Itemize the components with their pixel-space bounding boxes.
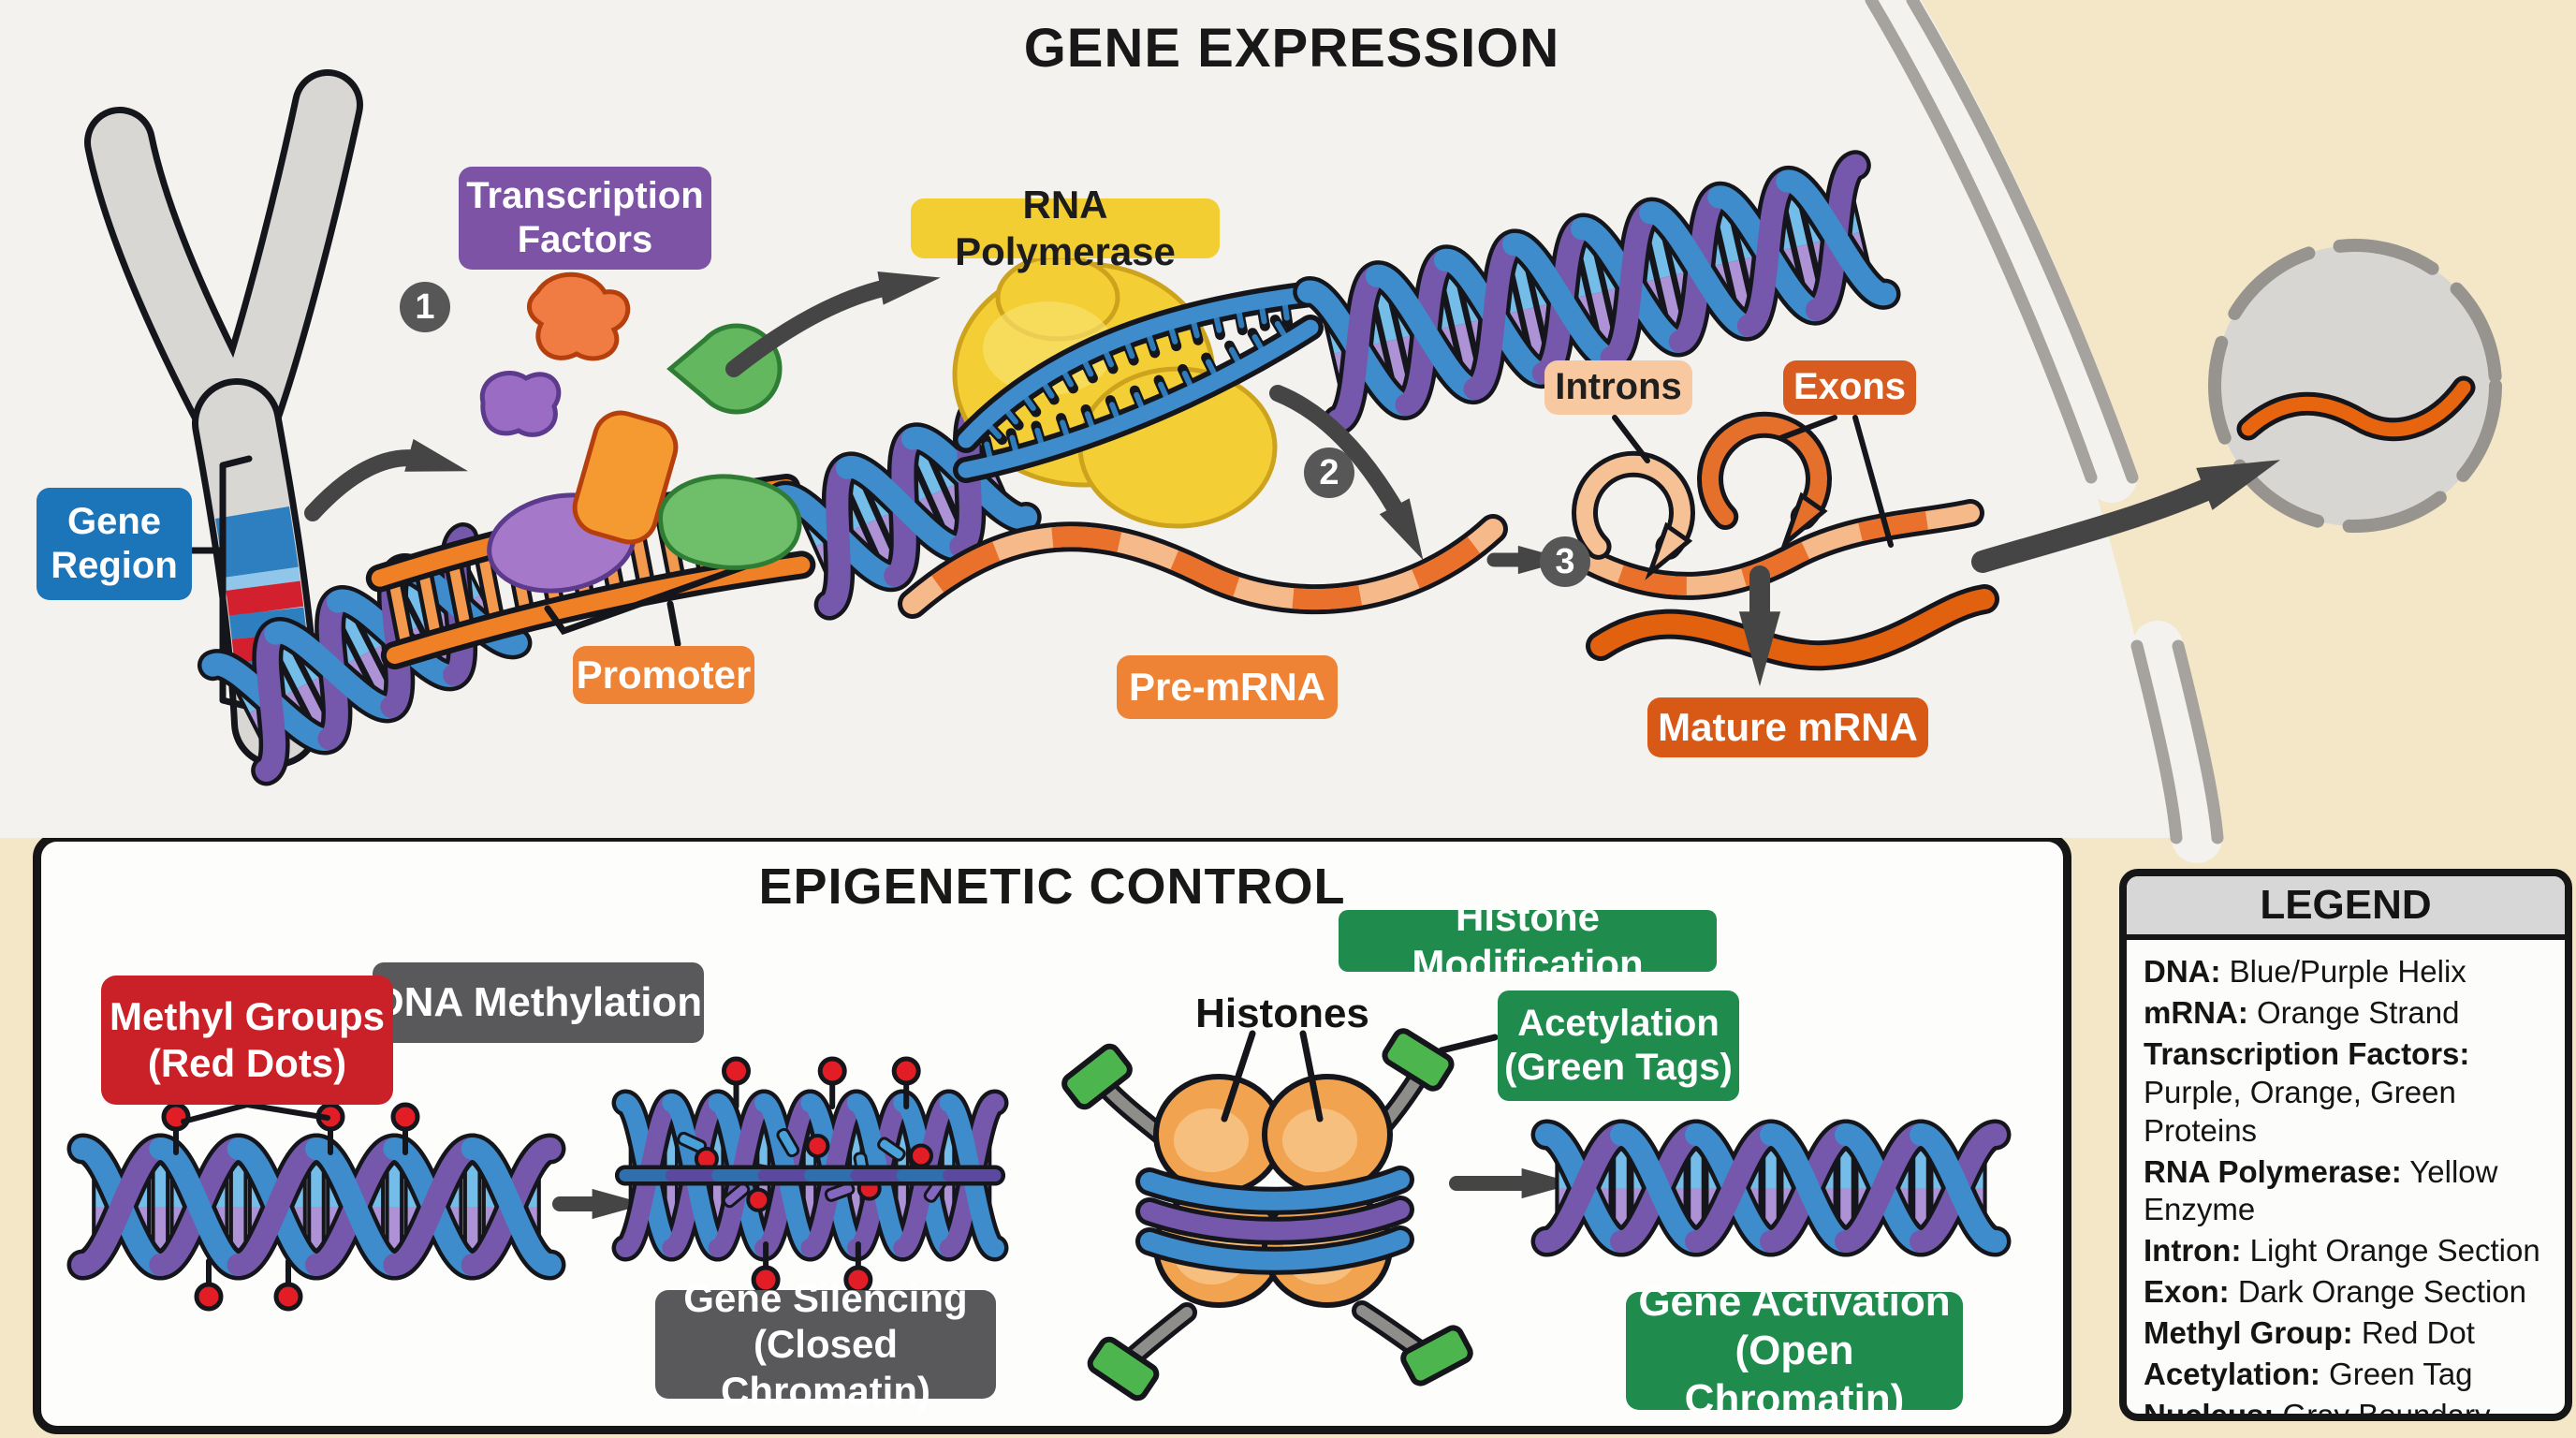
legend-box: LEGEND DNA: Blue/Purple Helix mRNA: Oran… — [2119, 869, 2572, 1421]
rna-polymerase-label: RNA Polymerase — [911, 183, 1220, 273]
legend-entry: mRNA: Orange Strand — [2144, 994, 2460, 1030]
rna-polymerase-enzyme — [952, 254, 1278, 529]
legend-entry: Nucleus: Gray Boundary — [2144, 1397, 2491, 1421]
histones-label: Histones — [1195, 990, 1369, 1036]
promoter-bracket — [544, 526, 789, 636]
gene-silencing-line2: (Closed Chromatin) — [721, 1322, 930, 1413]
methyl-groups-line1: Methyl Groups — [109, 994, 386, 1039]
exons-label: Exons — [1783, 360, 1916, 415]
gene-silencing-label: Gene Silencing (Closed Chromatin) — [655, 1276, 996, 1413]
acetylation-line2: (Green Tags) — [1504, 1047, 1733, 1088]
legend-title: LEGEND — [2127, 876, 2565, 940]
methyl-groups-label: Methyl Groups (Red Dots) — [101, 976, 393, 1105]
gene-activation-line1: Gene Activation — [1638, 1279, 1951, 1326]
legend-entry: Transcription Factors: Purple, Orange, G… — [2144, 1035, 2470, 1148]
step-1-badge: 1 — [400, 282, 450, 332]
acetylation-label: Acetylation (Green Tags) — [1498, 990, 1739, 1101]
epigenetic-control-title: EPIGENETIC CONTROL — [758, 858, 1346, 915]
acetylation-line1: Acetylation — [1517, 1002, 1720, 1044]
dna-helix-left-tail — [197, 521, 533, 786]
gene-expression-title: GENE EXPRESSION — [1023, 18, 1560, 79]
gene-region-bracket — [188, 455, 253, 711]
legend-entry: Methyl Group: Red Dot — [2144, 1315, 2475, 1351]
dna-helix-mid — [766, 393, 1042, 621]
gene-silencing-line1: Gene Silencing — [683, 1275, 968, 1320]
dna-methylation-label: DNA Methylation — [373, 962, 704, 1043]
legend-entry: Exon: Dark Orange Section — [2144, 1274, 2526, 1310]
promoter-dna-region — [365, 473, 816, 670]
introns-label: Introns — [1544, 360, 1692, 415]
gene-region-label: Gene Region — [37, 488, 192, 600]
transcription-factor-proteins — [479, 271, 802, 594]
legend-entry: RNA Polymerase: Yellow Enzyme — [2144, 1153, 2498, 1227]
methyl-groups-line2: (Red Dots) — [147, 1041, 347, 1085]
legend-body: DNA: Blue/Purple Helix mRNA: Orange Stra… — [2127, 940, 2565, 1421]
transcription-bubble — [953, 281, 1324, 483]
transcription-factors-label: Transcription Factors — [459, 167, 711, 270]
legend-entry: Intron: Light Orange Section — [2144, 1233, 2540, 1269]
step-3-badge: 3 — [1540, 536, 1590, 587]
step-2-badge: 2 — [1304, 448, 1354, 498]
gene-activation-line2: (Open Chromatin) — [1684, 1328, 1905, 1422]
mature-mrna-label: Mature mRNA — [1647, 697, 1928, 757]
legend-entry: DNA: Blue/Purple Helix — [2144, 954, 2466, 989]
legend-entry: Acetylation: Green Tag — [2144, 1357, 2473, 1392]
pre-mrna-label: Pre-mRNA — [1117, 655, 1338, 719]
gene-activation-label: Gene Activation (Open Chromatin) — [1626, 1279, 1963, 1422]
chromosome-illustration — [84, 69, 363, 768]
cytoplasm-vesicle — [2208, 239, 2502, 533]
promoter-label: Promoter — [573, 646, 754, 704]
spliced-rna — [1572, 411, 1984, 600]
histone-modification-label: Histone Modification — [1339, 895, 1717, 986]
